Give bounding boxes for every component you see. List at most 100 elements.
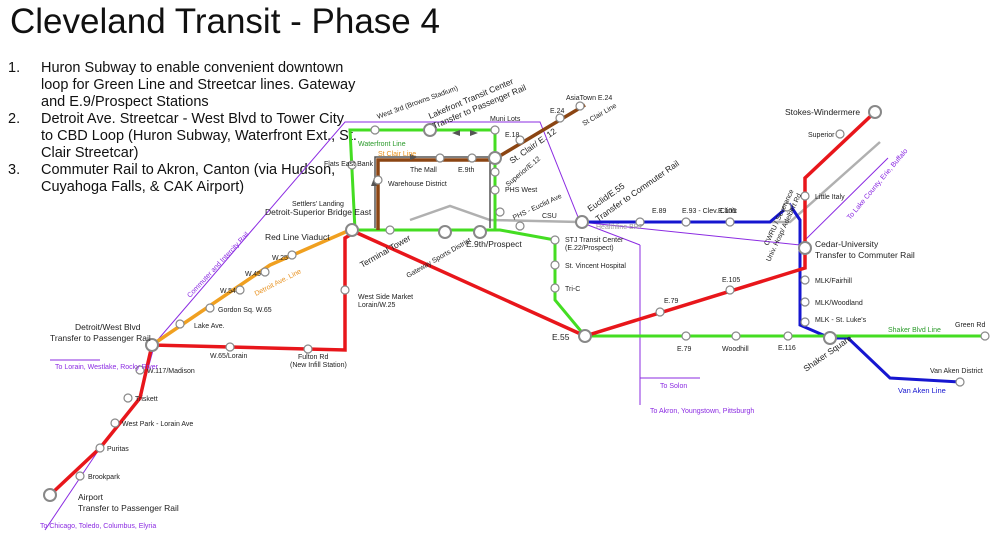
station-st-vincent[interactable] xyxy=(550,260,560,270)
dest-akron-label: To Akron, Youngstown, Pittsburgh xyxy=(650,408,754,415)
station-muni-lots[interactable] xyxy=(490,125,500,135)
station-mlk-woodland[interactable] xyxy=(800,297,810,307)
station-fulton[interactable] xyxy=(303,344,313,354)
station-little-italy[interactable] xyxy=(800,191,810,201)
arrow-icon xyxy=(410,154,418,160)
station-e116[interactable] xyxy=(783,331,793,341)
station-stokes[interactable] xyxy=(868,105,882,119)
station-woodhill[interactable] xyxy=(731,331,741,341)
van-aken-label: Van Aken Line xyxy=(898,386,946,395)
e24-label: E.24 xyxy=(550,108,565,115)
e89-label: E.89 xyxy=(652,208,667,215)
station-w65-lorain[interactable] xyxy=(225,342,235,352)
w54-label: W.54 xyxy=(220,288,236,295)
note-text: Detroit Ave. Streetcar - West Blvd to To… xyxy=(41,111,357,161)
shaker-blvd-label: Shaker Blvd Line xyxy=(888,327,941,334)
station-e79-green[interactable] xyxy=(681,331,691,341)
station-stj[interactable] xyxy=(550,235,560,245)
airport-label: Airport xyxy=(78,492,104,502)
station-mlk-st-lukes[interactable] xyxy=(800,317,810,327)
station-euclid-e55[interactable] xyxy=(575,215,589,229)
station-gateway[interactable] xyxy=(438,225,452,239)
the-mall-label: The Mall xyxy=(410,167,437,174)
station-lake-ave[interactable] xyxy=(175,319,185,329)
station-settlers[interactable] xyxy=(345,223,359,237)
csu-label: CSU xyxy=(542,213,557,220)
station-triskett[interactable] xyxy=(123,393,133,403)
detroit-ave-line xyxy=(151,228,351,347)
station-st-clair-e12[interactable] xyxy=(488,151,502,165)
station-west-side-market[interactable] xyxy=(340,285,350,295)
note-item-3: 3.Commuter Rail to Akron, Canton (via Hu… xyxy=(8,162,358,196)
station-cedar[interactable] xyxy=(798,241,812,255)
w45-label: W.45 xyxy=(245,271,261,278)
mlk-woodland-label: MLK/Woodland xyxy=(815,300,863,307)
station-e89[interactable] xyxy=(635,217,645,227)
note-text: Huron Subway to enable convenient downto… xyxy=(41,60,356,110)
van-aken-label: Van Aken District xyxy=(930,368,983,375)
map-title: Cleveland Transit - Phase 4 xyxy=(10,2,440,41)
station-phs-west[interactable] xyxy=(490,185,500,195)
airport-sub-label: Transfer to Passenger Rail xyxy=(78,503,179,513)
station-e9th-prospect[interactable] xyxy=(473,225,487,239)
west-side-market-label: West Side Market xyxy=(358,294,413,301)
station-tri-c[interactable] xyxy=(550,283,560,293)
station-w117[interactable] xyxy=(135,365,145,375)
station-phs-euclid[interactable] xyxy=(495,207,505,217)
blue-line-path xyxy=(580,202,961,384)
station-w25-orange[interactable] xyxy=(287,250,297,260)
e55-label: E.55 xyxy=(552,332,570,342)
station-e105-blue[interactable] xyxy=(725,217,735,227)
station-mlk-fairhill[interactable] xyxy=(800,275,810,285)
station-brookpark[interactable] xyxy=(75,471,85,481)
station-cwru[interactable] xyxy=(782,202,792,212)
station-terminal-tower[interactable] xyxy=(385,225,395,235)
station-puritas[interactable] xyxy=(95,443,105,453)
woodhill-label: Woodhill xyxy=(722,346,749,353)
station-van-aken[interactable] xyxy=(955,377,965,387)
e79-green-label: E.79 xyxy=(677,346,692,353)
station-detroit-west[interactable] xyxy=(145,338,159,352)
station-asiatown[interactable] xyxy=(575,101,585,111)
little-italy-label: Little Italy xyxy=(815,194,845,201)
station-warehouse[interactable] xyxy=(373,175,383,185)
station-superior[interactable] xyxy=(835,129,845,139)
station-w54[interactable] xyxy=(235,285,245,295)
lake-ave-label: Lake Ave. xyxy=(194,323,225,330)
flats-label: Flats East Bank xyxy=(324,161,374,168)
green-line xyxy=(348,128,985,338)
station-e24[interactable] xyxy=(555,113,565,123)
note-number: 2. xyxy=(8,111,21,127)
station-west-park[interactable] xyxy=(110,418,120,428)
station-lakefront[interactable] xyxy=(423,123,437,137)
station-e55[interactable] xyxy=(578,329,592,343)
note-number: 3. xyxy=(8,162,21,178)
stations[interactable] xyxy=(43,101,990,502)
station-airport[interactable] xyxy=(43,488,57,502)
station-flats[interactable] xyxy=(347,160,357,170)
detroit-west-sub-label: Transfer to Passenger Rail xyxy=(50,333,151,343)
e116-label: E.116 xyxy=(778,345,796,352)
station-e79-red[interactable] xyxy=(655,307,665,317)
station-green-rd[interactable] xyxy=(980,331,990,341)
station-the-mall[interactable] xyxy=(435,153,445,163)
station-w45[interactable] xyxy=(260,267,270,277)
e105-blue-label: E.105 xyxy=(718,208,736,215)
station-e93[interactable] xyxy=(681,217,691,227)
st-vincent-label: St. Vincent Hospital xyxy=(565,263,626,270)
station-west3rd[interactable] xyxy=(370,125,380,135)
green-rd-label: Green Rd xyxy=(955,322,985,329)
station-e9th-top[interactable] xyxy=(467,153,477,163)
asiatown-sub-label: St Clair Line xyxy=(582,103,619,128)
stj-sub-label: (E.22/Prospect) xyxy=(565,245,614,252)
tri-c-label: Tri-C xyxy=(565,286,580,293)
phs-west-label: PHS West xyxy=(505,187,537,194)
station-e18[interactable] xyxy=(515,135,525,145)
station-csu[interactable] xyxy=(515,221,525,231)
station-superior-e12[interactable] xyxy=(490,167,500,177)
station-e105-red[interactable] xyxy=(725,285,735,295)
superior-label: Superior xyxy=(808,132,835,139)
station-gordon-sq[interactable] xyxy=(205,303,215,313)
station-shaker-square[interactable] xyxy=(823,331,837,345)
